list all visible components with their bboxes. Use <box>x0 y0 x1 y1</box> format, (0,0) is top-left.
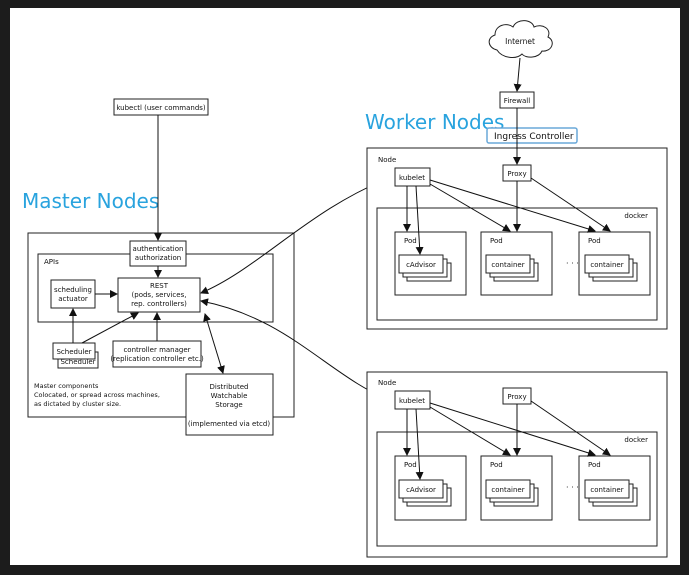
auth-label-1: authentication <box>133 245 184 253</box>
apis-label: APIs <box>44 258 59 266</box>
container-1b-label: container <box>491 261 524 269</box>
pod-2a-label: Pod <box>404 461 417 469</box>
controller-manager-box <box>112 340 202 368</box>
kubelet-1-box <box>394 167 431 187</box>
scheduling-actuator-label-2: actuator <box>58 295 88 303</box>
container-2b-label: container <box>491 486 524 494</box>
master-note-2: Colocated, or spread across machines, <box>34 391 160 399</box>
container-1c-label: container <box>590 261 623 269</box>
container-1b-box <box>485 254 531 274</box>
pod-1a-label: Pod <box>404 237 417 245</box>
rest-label-2: (pods, services, <box>132 291 187 299</box>
pod-1c-label: Pod <box>588 237 601 245</box>
worker-node-2: Node kubelet Proxy docker Pod cAdvisor P… <box>366 371 668 558</box>
docker-1-label: docker <box>624 212 648 220</box>
storage-label-2: Watchable <box>211 392 248 400</box>
master-nodes-heading: Master Nodes <box>22 189 159 213</box>
scheduling-actuator-box <box>50 279 96 309</box>
auth-label-2: authorization <box>135 254 181 262</box>
pod-1b-label: Pod <box>490 237 503 245</box>
scheduler-label-back: Scheduler <box>60 358 95 366</box>
pod-2b-label: Pod <box>490 461 503 469</box>
proxy-2-label: Proxy <box>507 393 526 401</box>
container-2c-label: container <box>590 486 623 494</box>
rest-label-3: rep. controllers) <box>131 300 187 308</box>
diagram-canvas: Master Nodes Worker Nodes Internet Firew… <box>10 8 680 565</box>
node-2-label: Node <box>378 379 396 387</box>
scheduling-actuator-label-1: scheduling <box>54 286 92 294</box>
internet-cloud: Internet <box>488 20 553 58</box>
node-1-label: Node <box>378 156 396 164</box>
storage-label-3: Storage <box>215 401 242 409</box>
kubectl-box <box>113 98 209 116</box>
worker-node-1: Node kubelet Proxy docker Pod cAdvisor P… <box>366 147 668 330</box>
internet-label: Internet <box>505 37 535 46</box>
kubernetes-architecture-diagram: Master Nodes Worker Nodes Internet Firew… <box>22 20 668 558</box>
kubelet-2-box <box>394 390 431 410</box>
dots-2: · · · <box>566 483 579 492</box>
ingress-controller-box <box>486 127 578 144</box>
docker-2-label: docker <box>624 436 648 444</box>
storage-label-1: Distributed <box>210 383 249 391</box>
scheduler-label: Scheduler <box>56 348 91 356</box>
cadvisor-1-box <box>398 254 444 274</box>
container-1c-box <box>584 254 630 274</box>
cadvisor-2-label: cAdvisor <box>406 486 436 494</box>
container-2c-box <box>584 479 630 499</box>
storage-label-4: (implemented via etcd) <box>188 420 270 428</box>
controller-manager-label-2: (replication controller etc.) <box>110 355 204 363</box>
proxy-1-label: Proxy <box>507 170 526 178</box>
dots-1: · · · <box>566 259 579 268</box>
worker-nodes-heading: Worker Nodes <box>365 110 504 134</box>
master-note-1: Master components <box>34 382 99 390</box>
kubectl-label: kubectl (user commands) <box>116 104 206 112</box>
master-note-3: as dictated by cluster size. <box>34 400 121 408</box>
scheduler-box <box>52 342 96 360</box>
cadvisor-2-box <box>398 479 444 499</box>
firewall-label: Firewall <box>504 97 530 105</box>
pod-2c-label: Pod <box>588 461 601 469</box>
kubelet-2-label: kubelet <box>399 397 425 405</box>
rest-label-1: REST <box>150 282 169 290</box>
container-2b-box <box>485 479 531 499</box>
cadvisor-1-label: cAdvisor <box>406 261 436 269</box>
kubelet-1-label: kubelet <box>399 174 425 182</box>
controller-manager-label-1: controller manager <box>123 346 190 354</box>
ingress-controller-label: Ingress Controller <box>494 132 574 142</box>
